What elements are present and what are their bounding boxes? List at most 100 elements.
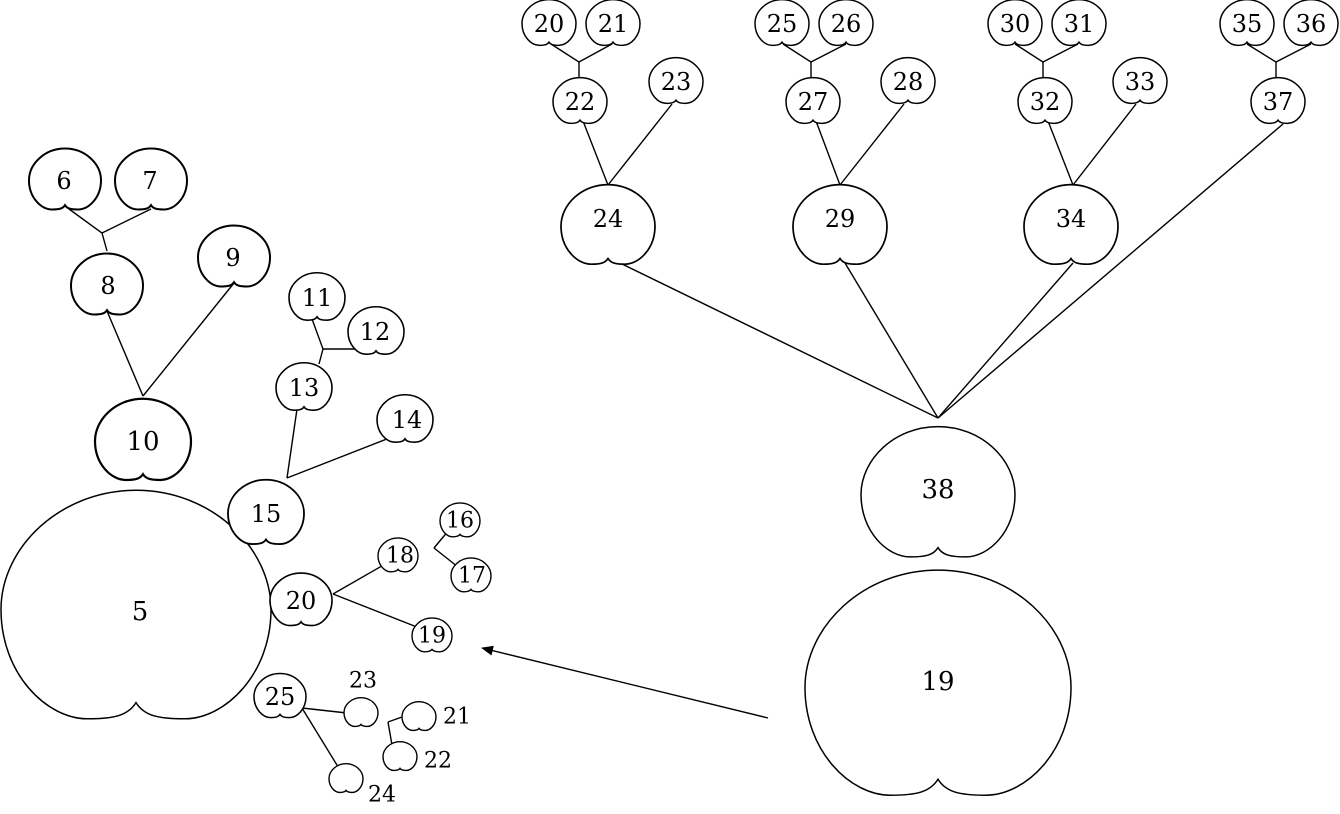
cardioid-shape bbox=[552, 76, 608, 125]
cardioid-shape bbox=[196, 224, 272, 288]
node-label: 11 bbox=[302, 284, 333, 312]
node-label: 24 bbox=[593, 205, 624, 233]
tree-edge bbox=[937, 123, 1284, 419]
cardioid-shape bbox=[1112, 56, 1168, 105]
node-label: 28 bbox=[893, 68, 924, 96]
tree-edge bbox=[619, 262, 939, 419]
tree-edge bbox=[810, 43, 847, 63]
tree-edge bbox=[142, 282, 235, 397]
cardioid-shape bbox=[269, 572, 333, 627]
node-label: 20 bbox=[286, 587, 317, 615]
cardioid-shape bbox=[439, 502, 481, 538]
node-label: 16 bbox=[446, 509, 474, 534]
cardioid-shape bbox=[860, 425, 1016, 558]
cardioid-shape bbox=[521, 0, 577, 47]
left-node-20: 20 bbox=[269, 572, 333, 627]
tree-edge bbox=[782, 43, 812, 79]
left-node-16: 16 bbox=[439, 502, 481, 538]
tree-edge bbox=[607, 103, 673, 186]
cardioid-shape bbox=[288, 271, 346, 321]
tree-edge bbox=[844, 262, 939, 419]
left-node-11: 11 bbox=[288, 271, 346, 321]
left-node-18: 18 bbox=[377, 537, 419, 573]
node-label: 8 bbox=[100, 272, 115, 300]
tree-edge bbox=[1047, 120, 1074, 186]
right-node-23: 23 bbox=[648, 56, 704, 105]
right-node-30: 30 bbox=[987, 0, 1043, 47]
cardioid-shape bbox=[785, 76, 841, 125]
node-label: 20 bbox=[534, 10, 565, 38]
left-node-15: 15 bbox=[227, 478, 305, 545]
cardioid-shape bbox=[754, 0, 810, 47]
tree-edge bbox=[387, 721, 393, 746]
tree-edge bbox=[578, 43, 613, 63]
left-node-17: 17 bbox=[450, 557, 492, 593]
node-label: 19 bbox=[921, 667, 954, 697]
right-node-24: 24 bbox=[560, 183, 656, 266]
tree-edge bbox=[301, 707, 341, 771]
cardioid-shape bbox=[585, 0, 641, 47]
right-node-38: 38 bbox=[860, 425, 1016, 558]
node-label: 25 bbox=[767, 10, 798, 38]
cardioid-shape bbox=[818, 0, 874, 47]
tree-edge bbox=[311, 318, 324, 365]
node-label: 10 bbox=[126, 427, 159, 457]
tree-edge bbox=[68, 208, 108, 252]
left-node-23: 23 bbox=[343, 669, 379, 728]
right-node-28: 28 bbox=[880, 56, 936, 105]
node-label: 7 bbox=[142, 167, 157, 195]
right-node-27: 27 bbox=[785, 76, 841, 125]
right-node-31: 31 bbox=[1051, 0, 1107, 47]
node-label: 23 bbox=[349, 669, 377, 694]
node-label: 31 bbox=[1064, 10, 1095, 38]
node-label: 33 bbox=[1125, 68, 1156, 96]
left-node-12: 12 bbox=[347, 305, 405, 355]
right-node-26: 26 bbox=[818, 0, 874, 47]
cardioid-shape bbox=[450, 557, 492, 593]
tree-edge bbox=[1072, 103, 1137, 186]
tree-edge bbox=[1246, 43, 1277, 79]
cardioid-shape bbox=[253, 672, 307, 719]
tree-edge bbox=[937, 262, 1074, 419]
node-label: 19 bbox=[418, 624, 446, 649]
cardioid-shape bbox=[804, 569, 1072, 796]
right-node-36: 36 bbox=[1283, 0, 1339, 47]
left-node-13: 13 bbox=[275, 361, 333, 411]
left-node-24: 24 bbox=[328, 762, 396, 808]
node-label: 17 bbox=[458, 564, 486, 589]
tree-edge bbox=[815, 120, 841, 186]
node-label: 27 bbox=[798, 88, 829, 116]
cardioid-shape bbox=[1023, 183, 1119, 266]
left-node-9: 9 bbox=[196, 224, 272, 288]
node-label: 37 bbox=[1263, 88, 1294, 116]
right-node-32: 32 bbox=[1017, 76, 1073, 125]
node-label: 23 bbox=[661, 68, 692, 96]
left-node-7: 7 bbox=[113, 147, 189, 211]
tree-edge bbox=[286, 436, 393, 479]
left-node-21: 21 bbox=[401, 700, 471, 732]
left-node-25: 25 bbox=[253, 672, 307, 719]
node-label: 9 bbox=[225, 244, 240, 272]
tree-edge bbox=[106, 310, 144, 397]
cardioid-shape bbox=[1051, 0, 1107, 47]
right-node-34: 34 bbox=[1023, 183, 1119, 266]
node-label: 29 bbox=[825, 205, 856, 233]
edges bbox=[68, 43, 1312, 771]
node-label: 24 bbox=[368, 783, 396, 808]
right-node-35: 35 bbox=[1219, 0, 1275, 47]
right-node-20: 20 bbox=[521, 0, 577, 47]
node-label: 18 bbox=[386, 544, 414, 569]
cardioid-shape bbox=[560, 183, 656, 266]
node-label: 35 bbox=[1232, 10, 1263, 38]
node-label: 15 bbox=[251, 500, 282, 528]
right-node-33: 33 bbox=[1112, 56, 1168, 105]
right-node-22: 22 bbox=[552, 76, 608, 125]
node-label: 25 bbox=[265, 683, 296, 711]
tree-edge bbox=[433, 547, 459, 568]
tree-edge bbox=[332, 562, 388, 595]
cardioid-shape bbox=[377, 537, 419, 573]
tree-edge bbox=[286, 408, 298, 479]
tree-edge bbox=[839, 103, 905, 186]
left-node-8: 8 bbox=[69, 252, 145, 316]
